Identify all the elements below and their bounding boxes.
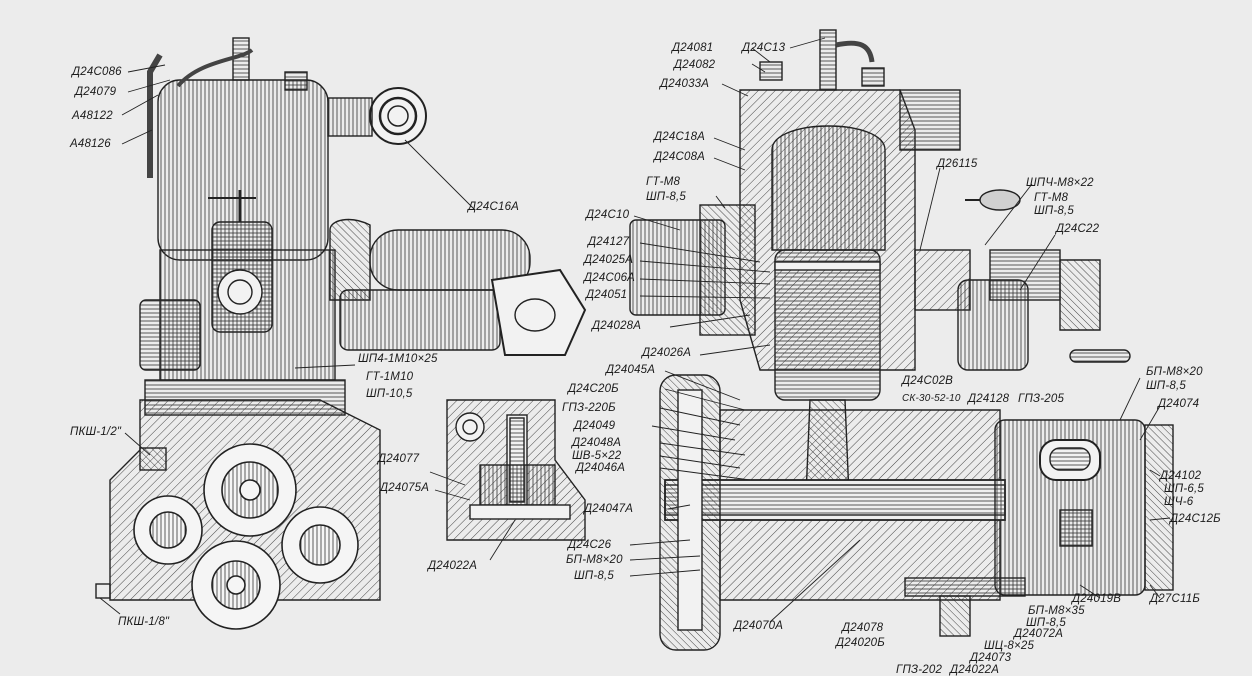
label-d24022a-left: Д24022А xyxy=(428,560,478,572)
label-d24048a: Д24048А xyxy=(572,437,622,449)
label-d24051: Д24051 xyxy=(586,289,628,301)
label-d24c06a: Д24С06А xyxy=(584,272,636,284)
label-shp-8-5-bottom-left: ШП-8,5 xyxy=(574,570,614,582)
label-a48122: А48122 xyxy=(72,110,113,122)
label-d24c10: Д24С10 xyxy=(586,209,630,221)
label-shp-10-5: ШП-10,5 xyxy=(366,388,413,400)
label-shp-8-5-bottom-right: ШП-8,5 xyxy=(1026,617,1066,629)
label-d27c11b: Д27С11Б xyxy=(1150,593,1201,605)
label-d24c18a: Д24С18А xyxy=(654,131,706,143)
label-shv-5x22: ШВ-5×22 xyxy=(572,450,622,462)
label-gpz-202: ГПЗ-202 xyxy=(896,664,943,676)
label-d24c22: Д24С22 xyxy=(1056,223,1100,235)
piston xyxy=(774,249,881,401)
exhaust-flange xyxy=(490,268,587,356)
label-d24081: Д24081 xyxy=(672,42,714,54)
spark-plug xyxy=(819,29,837,91)
label-d24c08a: Д24С08А xyxy=(654,151,706,163)
label-bp-m8x20-left: БП-М8×20 xyxy=(566,554,623,566)
label-d24c16a: Д24С16А xyxy=(468,201,520,213)
label-shp-8-5-r2: ШП-8,5 xyxy=(1146,380,1186,392)
label-shch-6: ШЧ-6 xyxy=(1164,496,1194,508)
label-d24102: Д24102 xyxy=(1160,470,1202,482)
label-d24070a: Д24070А xyxy=(734,620,784,632)
label-d24c12b: Д24С12Б xyxy=(1170,513,1221,525)
label-bp-m8x35: БП-М8×35 xyxy=(1028,605,1085,617)
label-gpz-220b: ГПЗ-220Б xyxy=(562,402,616,414)
label-d24025a: Д24025А xyxy=(584,254,634,266)
carburetor-bowl xyxy=(139,299,201,371)
label-gt-1m10: ГТ-1М10 xyxy=(366,371,414,383)
label-bp-m8x20-right: БП-М8×20 xyxy=(1146,366,1203,378)
label-d24075a: Д24075А xyxy=(380,482,430,494)
label-d24c26: Д24С26 xyxy=(568,539,612,551)
label-a48126: А48126 xyxy=(70,138,111,150)
label-sk-30-52-10: СК-30-52-10 xyxy=(902,393,961,404)
label-d24033a: Д24033А xyxy=(660,78,710,90)
label-d24c13: Д24С13 xyxy=(742,42,786,54)
label-shp-8-5-right: ШП-8,5 xyxy=(1034,205,1074,217)
label-d24073: Д24073 xyxy=(970,652,1012,664)
ignition-cable xyxy=(147,53,163,178)
label-pksh-1-2: ПКШ-1/2" xyxy=(70,426,122,438)
label-d24046a: Д24046А xyxy=(576,462,626,474)
label-d24026a: Д24026А xyxy=(642,347,692,359)
label-pksh-1-8: ПКШ-1/8" xyxy=(118,616,170,628)
exhaust-pipe xyxy=(339,289,501,351)
section-detail xyxy=(429,399,586,561)
label-gt-m8-left: ГТ-М8 xyxy=(646,176,681,188)
gear-train xyxy=(133,443,359,630)
label-d24072a: Д24072А xyxy=(1014,628,1064,640)
side-view xyxy=(95,37,587,630)
label-d24128: Д24128 xyxy=(968,393,1010,405)
cylinder-bore xyxy=(771,125,886,251)
label-d24077: Д24077 xyxy=(378,453,420,465)
label-d24028a: Д24028А xyxy=(592,320,642,332)
label-d24c02v: Д24С02В xyxy=(902,375,954,387)
label-shp-6-5: ШП-6,5 xyxy=(1164,483,1204,495)
label-d24047a: Д24047А xyxy=(584,503,634,515)
label-d24049: Д24049 xyxy=(574,420,616,432)
label-d24022a: Д24022А xyxy=(950,664,1000,676)
label-d24127: Д24127 xyxy=(588,236,630,248)
label-shp4-m10x25: ШП4-1М10×25 xyxy=(358,353,438,365)
label-d24078: Д24078 xyxy=(842,622,884,634)
label-shts-8x25: ШЦ-8×25 xyxy=(984,640,1035,652)
label-gt-m8-right: ГТ-М8 xyxy=(1034,192,1069,204)
label-d24c20b: Д24С20Б xyxy=(568,383,619,395)
label-d24074: Д24074 xyxy=(1158,398,1200,410)
longitudinal-section xyxy=(629,29,1174,651)
label-shp-8-5-left: ШП-8,5 xyxy=(646,191,686,203)
label-d24082: Д24082 xyxy=(674,59,716,71)
label-d24c086: Д24С086 xyxy=(72,66,122,78)
label-d26115: Д26115 xyxy=(937,158,978,170)
label-shpch-m8x22: ШПЧ-М8×22 xyxy=(1026,177,1094,189)
label-d24079: Д24079 xyxy=(75,86,117,98)
label-d24019v: Д24019В xyxy=(1072,593,1122,605)
label-gpz-205: ГПЗ-205 xyxy=(1018,393,1065,405)
label-d24020b: Д24020Б xyxy=(836,637,885,649)
label-d24045a: Д24045А xyxy=(606,364,656,376)
